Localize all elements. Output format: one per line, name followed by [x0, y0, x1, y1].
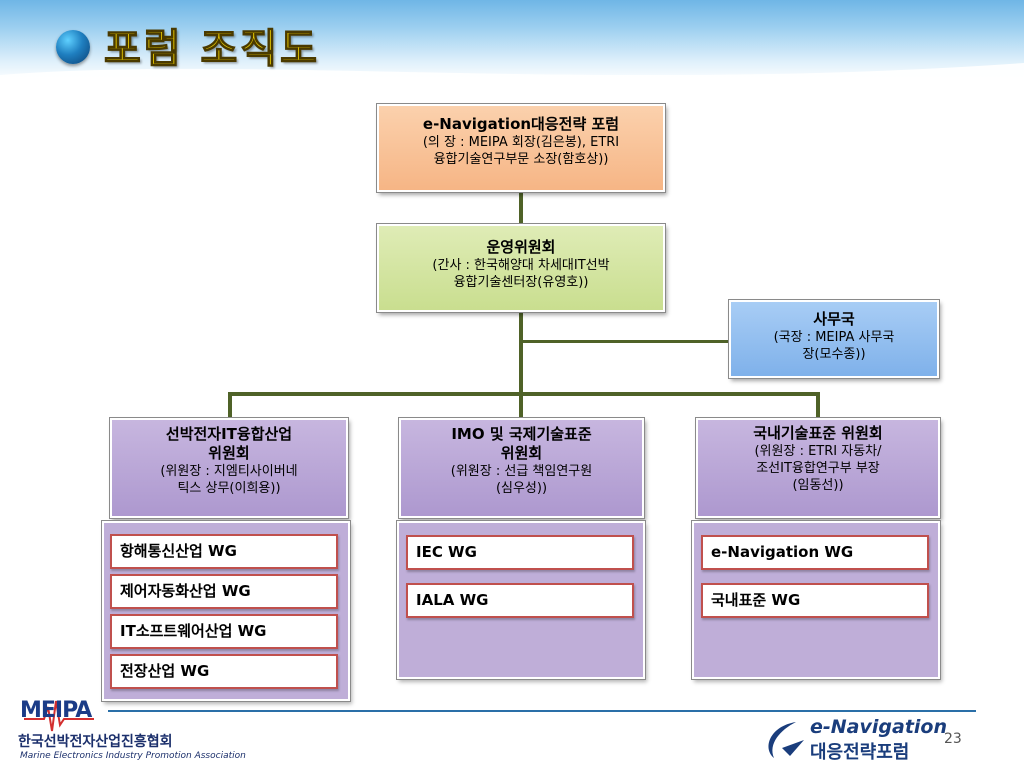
committee-3-title: 국내기술표준 위원회: [753, 424, 883, 442]
e-navigation-logo: e-Navigation: [810, 716, 947, 738]
steering-committee-title: 운영위원회: [486, 238, 556, 256]
committee-1-chair-line2: 틱스 상무(이희용)): [177, 481, 281, 496]
committee-3-chair-line3: (임동선)): [792, 478, 844, 493]
committee-box-2: IMO 및 국제기술표준 위원회 (위원장 : 선급 책임연구원 (심우성)): [399, 418, 644, 518]
e-navigation-swoosh-icon: [768, 722, 804, 758]
forum-chair-line2: 융합기술연구부문 소장(함호상)): [433, 152, 609, 167]
secretariat-director-line1: (국장 : MEIPA 사무국: [773, 330, 895, 345]
meipa-wave-icon: [24, 700, 94, 732]
footer-divider: [108, 710, 976, 712]
title-bullet-icon: [56, 30, 90, 64]
page-number: 23: [944, 731, 962, 747]
page-title: 포럼 조직도: [103, 25, 320, 72]
connector-center: [519, 392, 523, 418]
forum-logo-kr: 대응전략포럼: [810, 742, 910, 763]
wg-item: IT소프트웨어산업 WG: [110, 614, 338, 649]
committee-2-title-line2: 위원회: [500, 444, 543, 462]
secretariat-director-line2: 장(모수종)): [802, 347, 866, 362]
committee-1-chair-line1: (위원장 : 지엠티사이버네: [160, 464, 298, 479]
wg-item: IEC WG: [406, 535, 634, 570]
wg-item: 항해통신산업 WG: [110, 534, 338, 569]
committee-box-3: 국내기술표준 위원회 (위원장 : ETRI 자동차/ 조선IT융합연구부 부장…: [696, 418, 940, 518]
connector-top: [519, 191, 523, 225]
committee-box-1: 선박전자IT융합산업 위원회 (위원장 : 지엠티사이버네 틱스 상무(이희용)…: [110, 418, 348, 518]
header-banner: [0, 0, 1024, 82]
committee-1-title-line1: 선박전자IT융합산업: [165, 425, 293, 443]
connector-right: [816, 392, 820, 418]
wg-item: IALA WG: [406, 583, 634, 618]
committee-1-title-line2: 위원회: [208, 444, 250, 462]
meipa-logo: MEIPA: [20, 698, 92, 723]
connector-secretariat: [519, 340, 729, 343]
steering-committee-box: 운영위원회 (간사 : 한국해양대 차세대IT선박 융합기술센터장(유영호)): [377, 224, 665, 312]
forum-box: e-Navigation대응전략 포럼 (의 장 : MEIPA 회장(김은봉)…: [377, 104, 665, 192]
wg-item: e-Navigation WG: [701, 535, 929, 570]
meipa-name-en: Marine Electronics Industry Promotion As…: [20, 751, 246, 761]
wg-item: 전장산업 WG: [110, 654, 338, 689]
wg-item: 제어자동화산업 WG: [110, 574, 338, 609]
steering-secretary-line1: (간사 : 한국해양대 차세대IT선박: [432, 258, 610, 273]
committee-3-chair-line1: (위원장 : ETRI 자동차/: [754, 444, 882, 459]
committee-3-chair-line2: 조선IT융합연구부 부장: [756, 461, 880, 476]
connector-horizontal: [228, 392, 820, 396]
committee-2-title-line1: IMO 및 국제기술표준: [451, 425, 592, 443]
steering-secretary-line2: 융합기술센터장(유영호)): [453, 275, 589, 290]
connector-left: [228, 392, 232, 418]
forum-chair-line1: (의 장 : MEIPA 회장(김은봉), ETRI: [422, 135, 620, 150]
connector-main: [519, 311, 523, 395]
secretariat-title: 사무국: [813, 310, 855, 328]
committee-2-chair-line1: (위원장 : 선급 책임연구원: [450, 464, 593, 479]
banner-wave: [0, 63, 1024, 95]
meipa-name-kr: 한국선박전자산업진흥협회: [18, 734, 173, 750]
wg-item: 국내표준 WG: [701, 583, 929, 618]
secretariat-box: 사무국 (국장 : MEIPA 사무국 장(모수종)): [729, 300, 939, 378]
forum-title: e-Navigation대응전략 포럼: [422, 115, 620, 133]
committee-2-chair-line2: (심우성)): [495, 481, 548, 496]
